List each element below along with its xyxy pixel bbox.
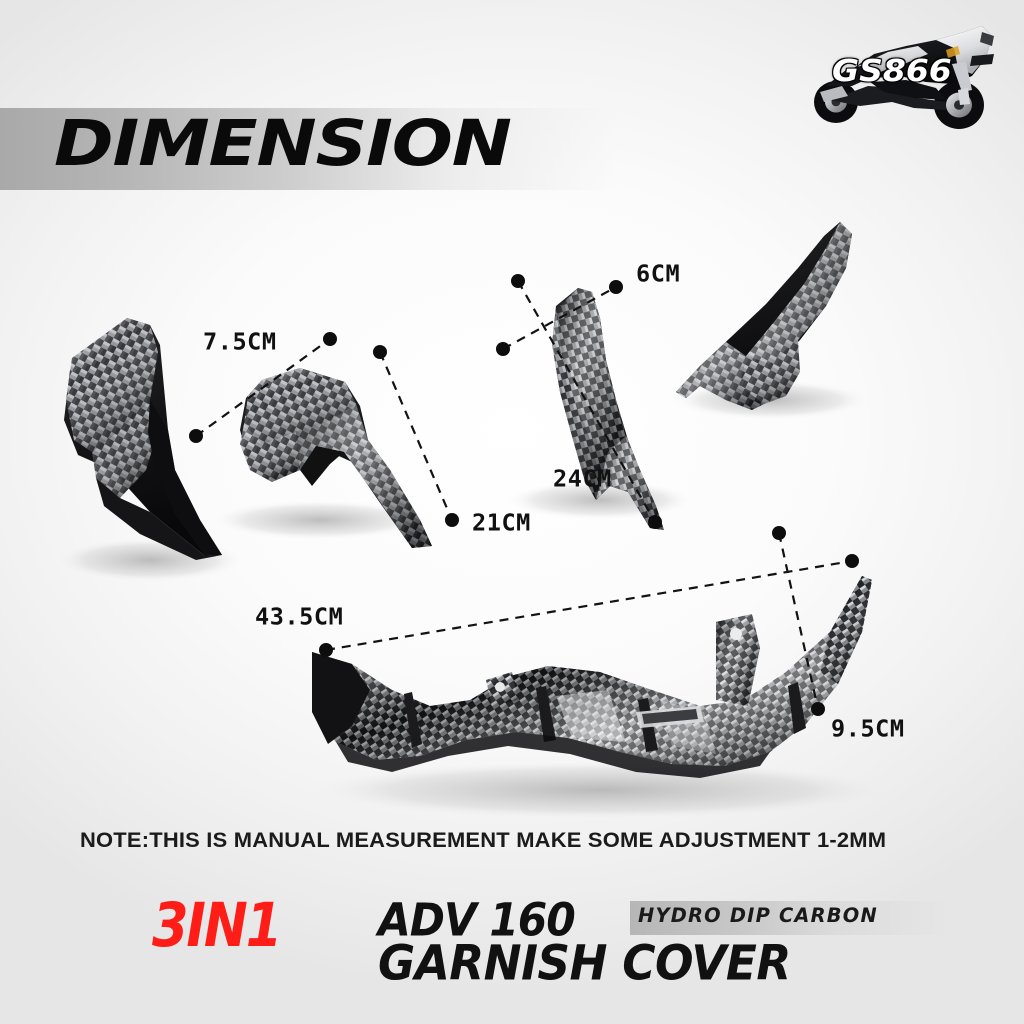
dimension-label-21cm: 21CM bbox=[472, 510, 531, 536]
measurement-note: NOTE:THIS IS MANUAL MEASUREMENT MAKE SOM… bbox=[80, 828, 887, 852]
product-name: GARNISH COVER bbox=[378, 934, 791, 991]
brand-logo: GS866 bbox=[796, 6, 1012, 130]
dimension-label-43-5cm: 43.5CM bbox=[255, 604, 344, 630]
part-front-garnish-cover bbox=[312, 576, 872, 778]
dimension-label-24cm: 24CM bbox=[553, 466, 612, 492]
product-badge-3in1: 3IN1 bbox=[152, 890, 282, 961]
product-title-block: 3IN1 ADV 160 HYDRO DIP CARBON GARNISH CO… bbox=[0, 893, 1024, 993]
part-side-cover-left bbox=[64, 318, 222, 560]
part-side-cover-right bbox=[240, 368, 432, 548]
sportbike-motorcycle-icon bbox=[814, 26, 994, 129]
header-banner bbox=[0, 108, 620, 190]
dimension-label-6cm: 6CM bbox=[636, 261, 681, 287]
dimension-leader-lines bbox=[195, 280, 853, 710]
finish-highlight-bar bbox=[630, 901, 950, 935]
part-winglet-right bbox=[676, 222, 852, 410]
page-title: DIMENSION bbox=[54, 105, 512, 181]
part-winglet-left bbox=[552, 288, 664, 530]
product-finish: HYDRO DIP CARBON bbox=[638, 903, 878, 927]
dimension-label-9-5cm: 9.5CM bbox=[831, 716, 905, 742]
product-model: ADV 160 bbox=[378, 894, 576, 948]
dimension-label-7-5cm: 7.5CM bbox=[203, 329, 277, 355]
dimension-endpoint-dots bbox=[189, 274, 859, 716]
